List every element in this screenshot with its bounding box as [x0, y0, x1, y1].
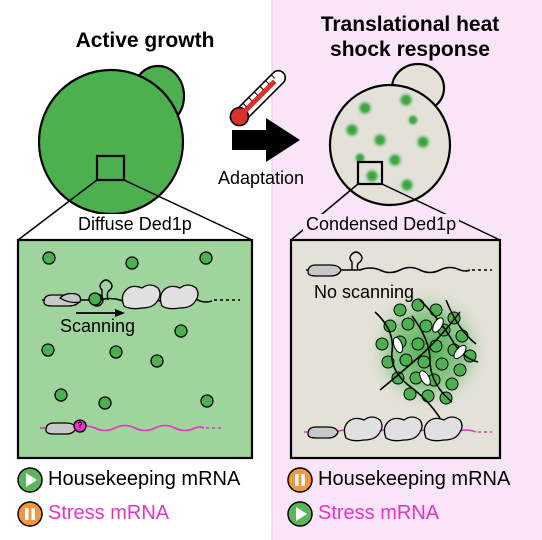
left-stress-mrna	[40, 419, 222, 435]
adaptation-label: Adaptation	[218, 168, 305, 188]
right-title-line2: shock response	[330, 38, 490, 61]
question-mark: ?	[77, 420, 83, 430]
scanning-label: Scanning	[60, 316, 136, 336]
left-legend-housekeeping: Housekeeping mRNA	[48, 468, 241, 490]
right-zoom-label: Condensed Ded1p	[303, 214, 460, 235]
play-icon	[287, 501, 313, 527]
right-legend-stress: Stress mRNA	[318, 502, 440, 524]
left-zoom-box	[16, 238, 254, 460]
active-yeast-cell	[37, 64, 186, 216]
left-zoom-label: Diffuse Ded1p	[75, 214, 195, 235]
stress-granule-dots	[343, 91, 432, 194]
right-title-line1: Translational heat	[320, 13, 500, 36]
adaptation-arrow	[232, 118, 300, 162]
right-stress-mrna	[304, 416, 492, 442]
zoom-square-right	[356, 160, 384, 186]
play-icon	[17, 467, 43, 493]
left-housekeeping-mrna	[42, 279, 240, 310]
pause-icon	[287, 467, 313, 493]
ded1p-condensate	[366, 288, 490, 419]
no-scanning-label: No scanning	[314, 282, 415, 302]
left-title: Active growth	[75, 29, 215, 52]
scanning-arrow	[76, 309, 125, 317]
right-housekeeping-mrna	[306, 251, 492, 277]
zoom-square-left	[95, 154, 126, 182]
right-legend-housekeeping: Housekeeping mRNA	[318, 468, 511, 490]
thermometer-icon	[229, 69, 287, 127]
pause-icon	[17, 501, 43, 527]
left-legend-stress: Stress mRNA	[48, 502, 170, 524]
